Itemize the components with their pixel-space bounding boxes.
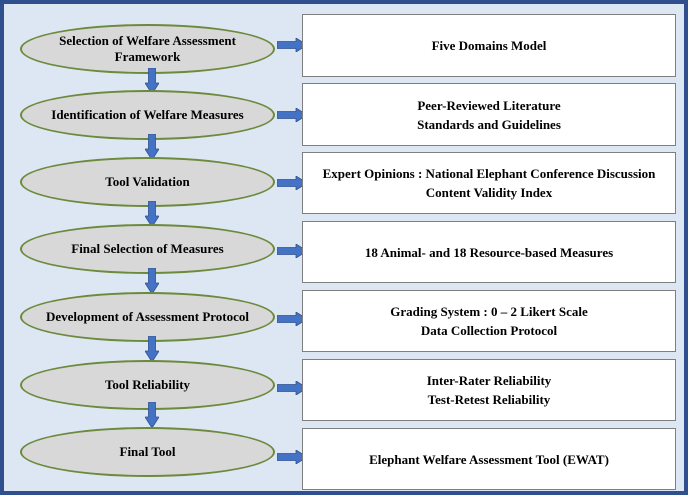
step-3-ellipse: Tool Validation	[20, 157, 275, 207]
step-2-node: Identification of Welfare Measures	[20, 90, 283, 140]
step-3-node: Tool Validation	[20, 157, 283, 207]
right-arrow-icon	[277, 450, 307, 464]
right-arrow-icon	[277, 244, 307, 258]
down-arrow-icon	[145, 68, 159, 94]
right-arrow-icon	[277, 312, 307, 326]
right-arrow-icon	[277, 38, 307, 52]
step-7-detail-box: Elephant Welfare Assessment Tool (EWAT)	[302, 428, 676, 490]
step-6-ellipse: Tool Reliability	[20, 360, 275, 410]
step-6-node: Tool Reliability	[20, 360, 283, 410]
step-1-ellipse: Selection of Welfare Assessment Framewor…	[20, 24, 275, 74]
right-arrow-icon	[277, 108, 307, 122]
step-4-detail-box: 18 Animal- and 18 Resource-based Measure…	[302, 221, 676, 283]
step-7-node: Final Tool	[20, 427, 283, 477]
step-2-detail-box: Peer-Reviewed Literature Standards and G…	[302, 83, 676, 146]
right-arrow-icon	[277, 381, 307, 395]
down-arrow-icon	[145, 336, 159, 362]
step-4-node: Final Selection of Measures	[20, 224, 283, 274]
step-2-ellipse: Identification of Welfare Measures	[20, 90, 275, 140]
step-1-node: Selection of Welfare Assessment Framewor…	[20, 24, 283, 74]
step-6-detail-box: Inter-Rater Reliability Test-Retest Reli…	[302, 359, 676, 421]
down-arrow-icon	[145, 268, 159, 294]
step-5-ellipse: Development of Assessment Protocol	[20, 292, 275, 342]
down-arrow-icon	[145, 201, 159, 227]
step-5-detail-box: Grading System : 0 – 2 Likert Scale Data…	[302, 290, 676, 352]
step-1-detail-box: Five Domains Model	[302, 14, 676, 77]
step-5-node: Development of Assessment Protocol	[20, 292, 283, 342]
step-7-ellipse: Final Tool	[20, 427, 275, 477]
step-3-detail-box: Expert Opinions : National Elephant Conf…	[302, 152, 676, 214]
step-4-ellipse: Final Selection of Measures	[20, 224, 275, 274]
down-arrow-icon	[145, 402, 159, 428]
right-arrow-icon	[277, 176, 307, 190]
down-arrow-icon	[145, 134, 159, 160]
